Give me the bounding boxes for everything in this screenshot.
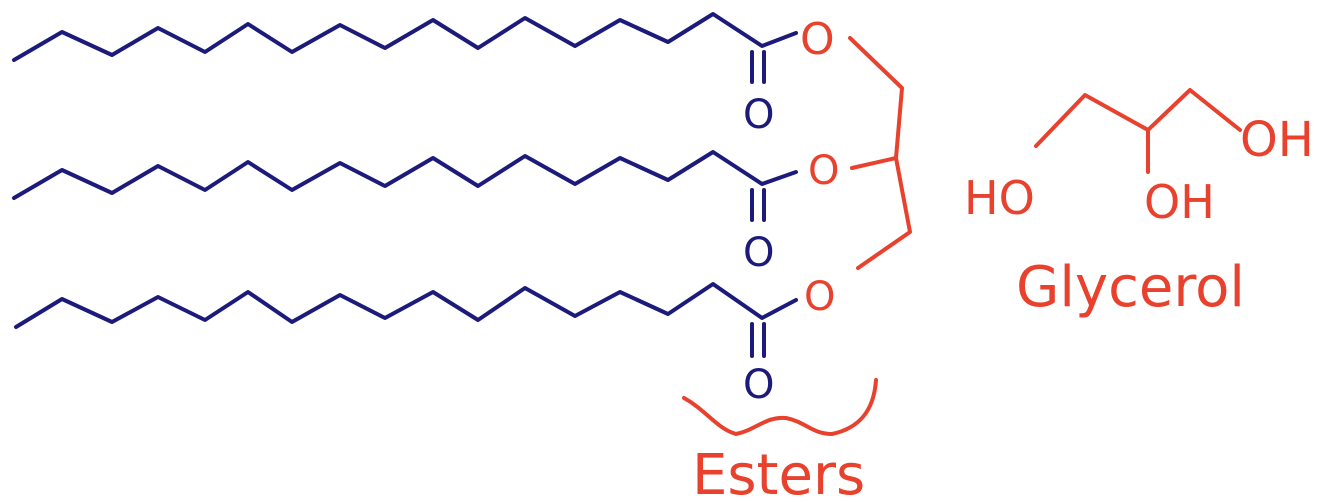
ester-oxygen-middle: O: [808, 148, 839, 194]
hydroxyl-left: HO: [964, 171, 1035, 225]
glycerol-label: Glycerol: [1016, 255, 1245, 320]
carbonyl-oxygen-top: O: [743, 92, 774, 138]
esters-annotation: Esters: [682, 378, 878, 502]
fatty-acid-chains: [12, 12, 798, 329]
chain-top: [12, 12, 798, 62]
carbonyl-oxygen-bottom: O: [743, 362, 774, 408]
esters-label: Esters: [692, 443, 865, 502]
chain-bottom: [14, 282, 798, 329]
ester-oxygen-bottom: O: [804, 274, 835, 320]
ester-oxygen-top: O: [800, 14, 835, 65]
chain-middle: [12, 150, 798, 200]
glycerol-backbone: O O O: [800, 14, 912, 320]
carbonyl-oxygen-middle: O: [743, 230, 774, 276]
hydroxyl-right: OH: [1240, 112, 1314, 168]
glycerol-molecule: HO OH OH Glycerol: [964, 88, 1314, 320]
esters-brace: [682, 378, 878, 436]
hydroxyl-middle: OH: [1144, 175, 1215, 229]
carbonyl-groups: O O O: [743, 50, 774, 408]
